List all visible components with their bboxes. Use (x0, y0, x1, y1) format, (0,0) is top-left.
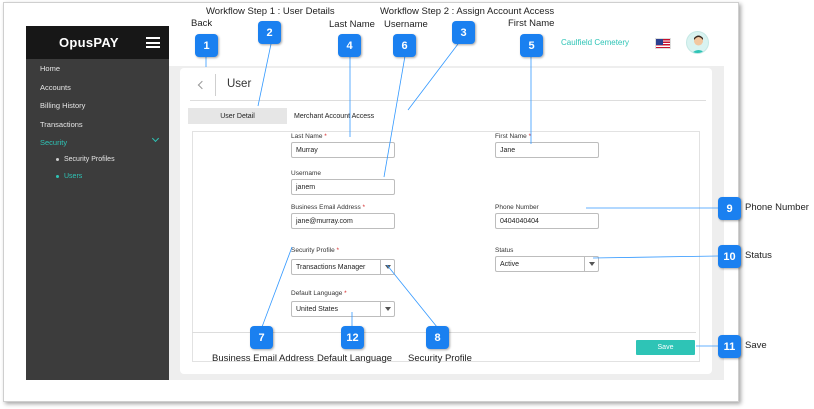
sidebar-subitem-label: Security Profiles (64, 156, 115, 163)
callout-badge-7: 7 (250, 326, 273, 349)
dropdown-arrow-icon[interactable] (380, 302, 394, 316)
bullet-icon (56, 174, 59, 178)
callout-badge-11: 11 (718, 335, 741, 358)
sidebar-item-transactions[interactable]: Transactions (40, 120, 83, 129)
callout-label-status: Status (745, 250, 772, 261)
language-label: Default Language * (291, 290, 347, 297)
last-name-label: Last Name * (291, 133, 327, 140)
bullet-icon (56, 157, 59, 161)
sidebar: OpusPAY Home Accounts Billing History Tr… (26, 26, 169, 380)
callout-badge-12: 12 (341, 326, 364, 349)
organization-name[interactable]: Caulfield Cemetery (561, 38, 630, 47)
screenshot-frame: OpusPAY Home Accounts Billing History Tr… (3, 2, 739, 402)
sidebar-item-security-profiles[interactable]: Security Profiles (56, 156, 115, 163)
callout-badge-10: 10 (718, 245, 741, 268)
phone-label: Phone Number (495, 204, 539, 211)
callout-badge-5: 5 (520, 34, 543, 57)
avatar[interactable] (686, 31, 709, 54)
callout-badge-3: 3 (452, 21, 475, 44)
security-profile-value: Transactions Manager (296, 263, 366, 271)
dropdown-arrow-icon[interactable] (380, 260, 394, 274)
email-input[interactable]: jane@murray.com (291, 213, 395, 229)
sidebar-item-users[interactable]: Users (56, 173, 82, 180)
save-button[interactable]: Save (636, 340, 695, 355)
brand-bar: OpusPAY (26, 26, 169, 59)
divider (190, 100, 706, 101)
first-name-input[interactable]: Jane (495, 142, 599, 158)
status-label: Status (495, 247, 514, 254)
page-title: User (227, 78, 252, 90)
callout-badge-1: 1 (195, 34, 218, 57)
callout-label-first-name: First Name (508, 18, 555, 29)
callout-badge-4: 4 (338, 34, 361, 57)
callout-label-security-profile: Security Profile (408, 353, 472, 364)
callout-label-back: Back (191, 18, 213, 29)
user-panel: User User Detail Merchant Account Access… (180, 68, 712, 374)
callout-badge-8: 8 (426, 326, 449, 349)
callout-label-username: Username (384, 19, 428, 30)
language-select[interactable]: United States (291, 301, 395, 317)
sidebar-subitem-label: Users (64, 173, 83, 180)
dropdown-arrow-icon[interactable] (584, 257, 598, 271)
callout-label-phone-number: Phone Number (745, 202, 809, 213)
status-select[interactable]: Active (495, 256, 599, 272)
hamburger-menu-icon[interactable] (146, 37, 160, 48)
first-name-label: First Name * (495, 133, 532, 140)
status-value: Active (500, 260, 520, 268)
last-name-input[interactable]: Murray (291, 142, 395, 158)
callout-label-default-language: Default Language (317, 353, 393, 364)
phone-input[interactable]: 0404040404 (495, 213, 599, 229)
sidebar-item-billing-history[interactable]: Billing History (40, 101, 86, 110)
sidebar-item-security[interactable]: Security (40, 138, 68, 147)
callout-badge-9: 9 (718, 197, 741, 220)
app-window: OpusPAY Home Accounts Billing History Tr… (26, 26, 724, 380)
callout-badge-2: 2 (258, 21, 281, 44)
email-label: Business Email Address * (291, 204, 366, 211)
tab-user-detail[interactable]: User Detail (188, 108, 287, 124)
security-profile-select[interactable]: Transactions Manager (291, 259, 395, 275)
sidebar-item-accounts[interactable]: Accounts (40, 83, 71, 92)
sidebar-item-home[interactable]: Home (40, 64, 61, 73)
username-label: Username (291, 170, 321, 177)
username-input[interactable]: janem (291, 179, 395, 195)
security-profile-label: Security Profile * (291, 247, 340, 254)
callout-label-save: Save (745, 340, 767, 351)
language-value: United States (296, 305, 339, 313)
callout-label-business-email: Business Email Address (212, 353, 314, 364)
brand-logo: OpusPAY (59, 35, 119, 50)
tab-merchant-account-access[interactable]: Merchant Account Access (294, 112, 375, 120)
user-detail-form: Last Name * Murray First Name * Jane Use… (192, 131, 700, 362)
callout-label-workflow-step-2: Workflow Step 2 : Assign Account Access (380, 6, 555, 17)
title-divider (215, 74, 216, 96)
callout-label-workflow-step-1: Workflow Step 1 : User Details (206, 6, 335, 17)
us-flag-icon[interactable] (655, 38, 671, 49)
callout-label-last-name: Last Name (329, 19, 375, 30)
callout-badge-6: 6 (393, 34, 416, 57)
